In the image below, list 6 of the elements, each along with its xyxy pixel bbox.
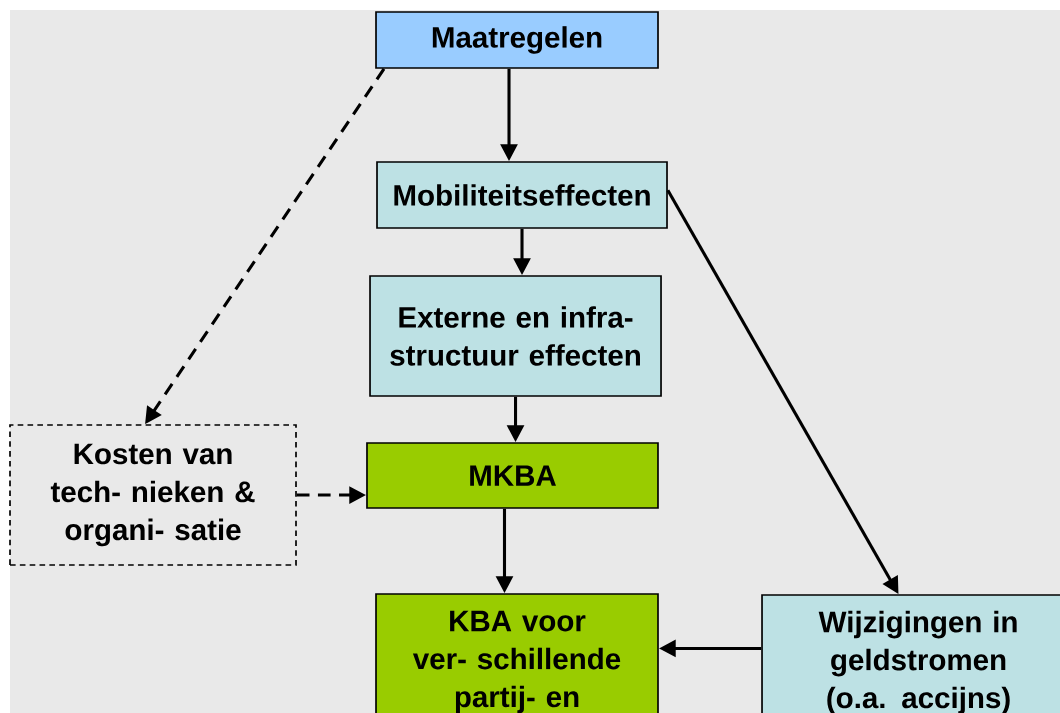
input-box: Kosten van tech- nieken & organi- satie [9,424,297,566]
result-box: KBA voor ver- schillende partij- en [375,593,659,713]
process-box: Mobiliteitseffecten [376,161,668,229]
process-box: Maatregelen [375,11,659,69]
result-box: MKBA [366,442,659,509]
process-box: Externe en infra- structuur effecten [369,275,662,397]
